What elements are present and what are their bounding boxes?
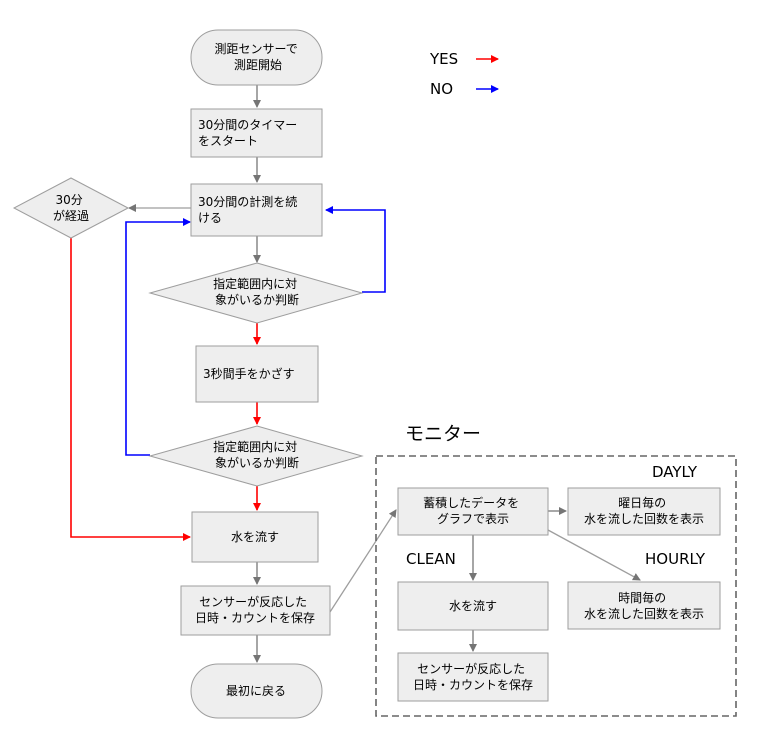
svg-text:30分間の計測を続 ける: 30分間の計測を続 ける: [198, 194, 301, 225]
node-monitor-save: センサーが反応した 日時・カウントを保存: [397, 652, 549, 702]
monitor-dayly-label: DAYLY: [652, 463, 698, 481]
monitor-frame: [375, 455, 737, 717]
connectors: [70, 85, 641, 663]
svg-text:水を流す: 水を流す: [231, 530, 279, 544]
edge-elapsed-yes: [70, 238, 191, 541]
node-monitor-hourly: 時間毎の 水を流した回数を表示: [567, 581, 721, 630]
monitor-hourly-label: HOURLY: [645, 550, 706, 568]
node-timer: 30分間のタイマー をスタート: [190, 108, 323, 158]
svg-text:3秒間手をかざす: 3秒間手をかざす: [203, 366, 295, 381]
node-flush: 水を流す: [191, 511, 319, 563]
node-decision1: 指定範囲内に対 象がいるか判断: [148, 262, 364, 324]
edge-decision1-no: [325, 206, 386, 293]
svg-text:30分間のタイマー をスタート: 30分間のタイマー をスタート: [198, 118, 301, 148]
svg-text:30分 が経過: 30分 が経過: [53, 193, 89, 223]
edge-decision2-no: [125, 218, 191, 456]
node-back: 最初に戻る: [190, 663, 323, 719]
edge-save-to-monitor: [329, 509, 397, 613]
legend-yes-label: YES: [429, 50, 458, 68]
svg-text:測距センサーで 測距開始: 測距センサーで 測距開始: [214, 42, 301, 72]
monitor-section: モニター DAYLY HOURLY CLEAN 蓄積したデータを グラフで表示 …: [375, 423, 737, 717]
edge-graph-to-hourly: [547, 529, 641, 581]
node-monitor-flush: 水を流す: [397, 581, 549, 631]
legend: YES NO: [429, 50, 499, 98]
node-hand: 3秒間手をかざす: [195, 345, 319, 403]
svg-text:時間毎の 水を流した回数を表示: 時間毎の 水を流した回数を表示: [584, 590, 704, 621]
node-monitor-weekday: 曜日毎の 水を流した回数を表示: [567, 487, 721, 536]
svg-text:指定範囲内に対 象がいるか判断: 指定範囲内に対 象がいるか判断: [213, 276, 301, 307]
node-monitor-graph: 蓄積したデータを グラフで表示: [397, 487, 549, 536]
node-measure: 30分間の計測を続 ける: [190, 183, 323, 237]
svg-text:センサーが反応した 日時・カウントを保存: センサーが反応した 日時・カウントを保存: [413, 661, 533, 692]
legend-no-label: NO: [430, 80, 453, 98]
node-decision2: 指定範囲内に対 象がいるか判断: [148, 425, 364, 487]
svg-text:指定範囲内に対 象がいるか判断: 指定範囲内に対 象がいるか判断: [213, 439, 301, 470]
node-save: センサーが反応した 日時・カウントを保存: [180, 585, 331, 636]
monitor-clean-label: CLEAN: [406, 550, 456, 568]
svg-text:センサーが反応した 日時・カウントを保存: センサーが反応した 日時・カウントを保存: [195, 594, 315, 625]
svg-text:蓄積したデータを グラフで表示: 蓄積したデータを グラフで表示: [423, 495, 523, 526]
node-start: 測距センサーで 測距開始: [190, 29, 323, 86]
monitor-title: モニター: [405, 423, 481, 445]
node-elapsed: 30分 が経過: [12, 177, 130, 239]
svg-text:水を流す: 水を流す: [449, 599, 497, 613]
svg-text:曜日毎の 水を流した回数を表示: 曜日毎の 水を流した回数を表示: [584, 495, 704, 526]
svg-text:最初に戻る: 最初に戻る: [226, 684, 286, 698]
